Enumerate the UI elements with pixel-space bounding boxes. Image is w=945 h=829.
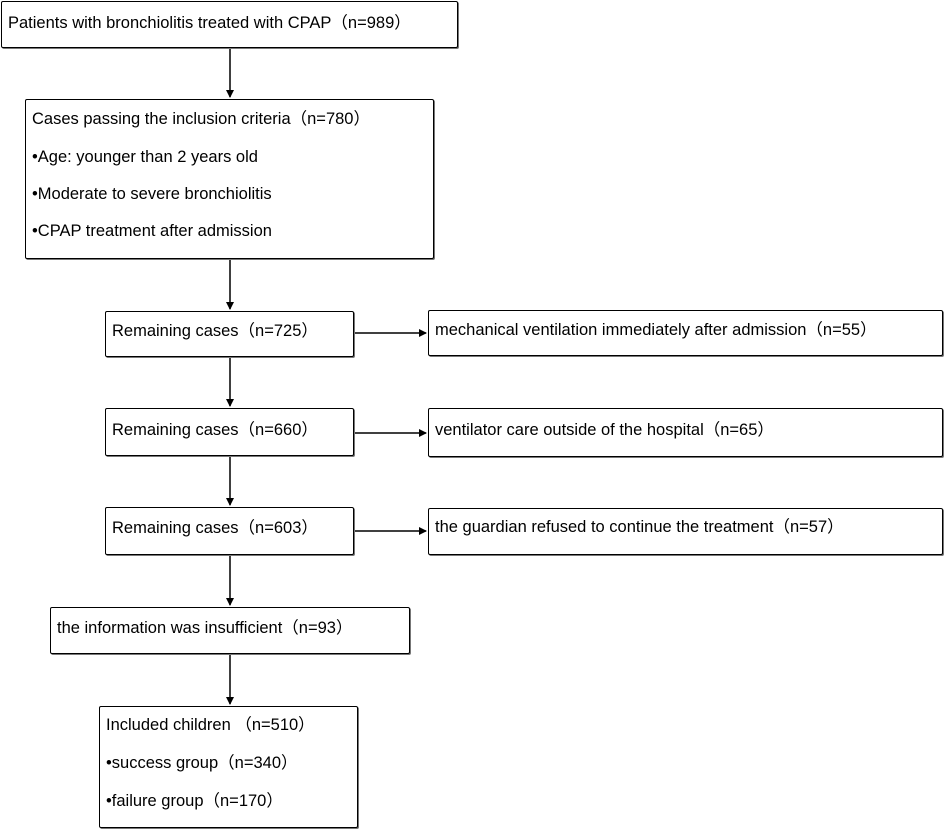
inclusion-title: Cases passing the inclusion criteria（n=7… (32, 110, 370, 128)
exclusion-refused-text: the guardian refused to continue the tre… (435, 518, 844, 536)
inclusion-criterion-severity: •Moderate to severe bronchiolitis (32, 185, 272, 203)
exclusion-ventilation-text: mechanical ventilation immediately after… (435, 321, 877, 339)
box-included: Included children （n=510） •success group… (99, 706, 358, 828)
box-remaining-725: Remaining cases（n=725） (105, 311, 354, 357)
inclusion-criterion-age: •Age: younger than 2 years old (32, 148, 258, 166)
box-remaining-660: Remaining cases（n=660） (105, 408, 354, 456)
inclusion-criterion-cpap: •CPAP treatment after admission (32, 222, 272, 240)
box-remaining-603: Remaining cases（n=603） (105, 507, 354, 555)
box-start: Patients with bronchiolitis treated with… (1, 1, 458, 48)
included-title: Included children （n=510） (106, 716, 315, 734)
box-exclusion-outside: ventilator care outside of the hospital（… (428, 408, 943, 457)
included-success-group: •success group（n=340） (106, 754, 298, 772)
insufficient-text: the information was insufficient（n=93） (57, 619, 353, 637)
exclusion-outside-text: ventilator care outside of the hospital（… (435, 421, 774, 439)
box-exclusion-ventilation: mechanical ventilation immediately after… (428, 310, 943, 356)
remaining-660-text: Remaining cases（n=660） (112, 421, 318, 439)
box-exclusion-refused: the guardian refused to continue the tre… (428, 508, 943, 555)
included-failure-group: •failure group（n=170） (106, 792, 283, 810)
box-inclusion: Cases passing the inclusion criteria（n=7… (25, 99, 434, 259)
remaining-603-text: Remaining cases（n=603） (112, 519, 318, 537)
box-insufficient: the information was insufficient（n=93） (50, 607, 410, 654)
box-start-text: Patients with bronchiolitis treated with… (8, 14, 411, 32)
remaining-725-text: Remaining cases（n=725） (112, 322, 318, 340)
